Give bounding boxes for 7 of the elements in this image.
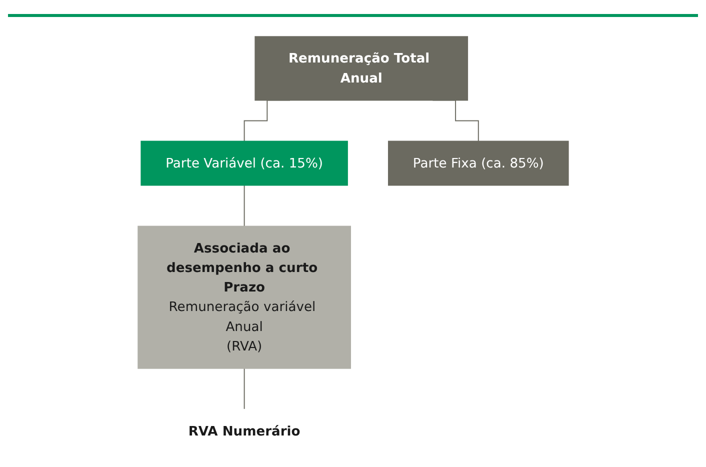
connector — [244, 184, 245, 227]
node-box: Associada ao desempenho a curto Prazo Remuneração variável Anual (RVA) — [137, 226, 351, 369]
node-text: RVA Numerário — [188, 423, 300, 439]
node-box: Remuneração Total Anual — [254, 36, 468, 101]
connector — [244, 368, 245, 410]
node-box: Parte Fixa (ca. 85%) — [388, 140, 569, 186]
node-box: Parte Variável (ca. 15%) — [140, 140, 348, 186]
